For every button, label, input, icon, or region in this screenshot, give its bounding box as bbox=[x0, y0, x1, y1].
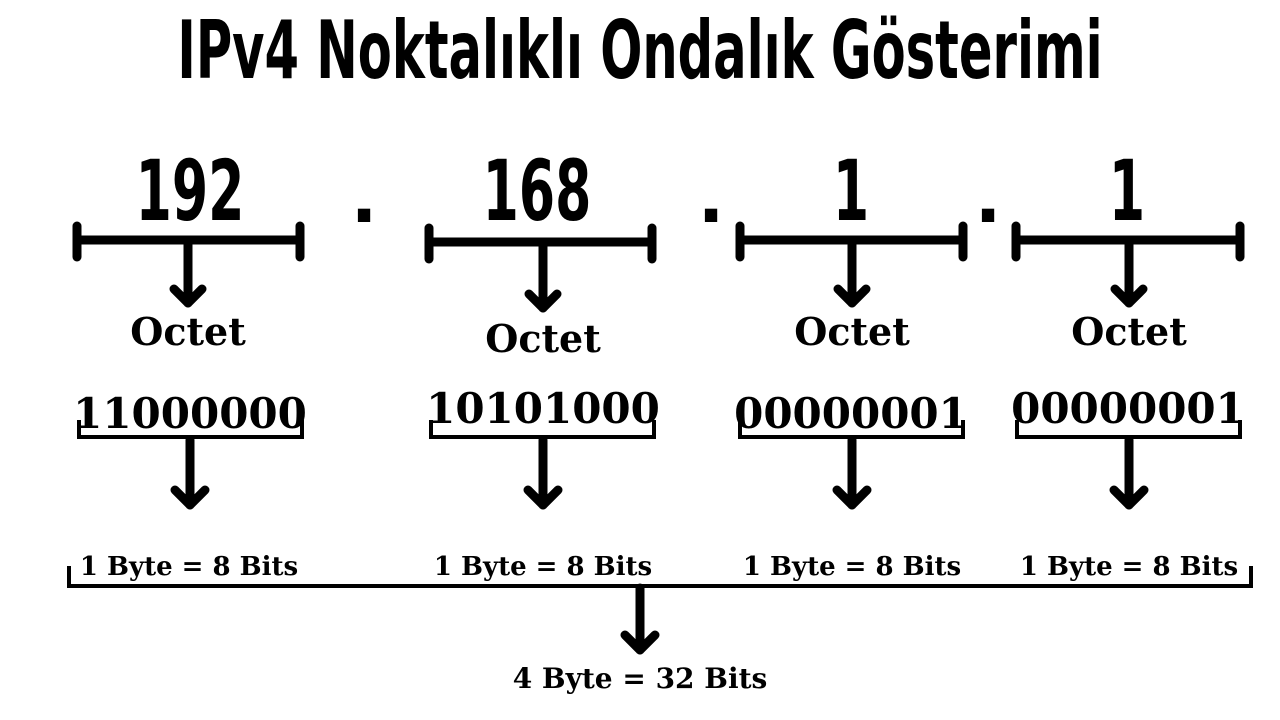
octet-4-decimal: 1 bbox=[1109, 143, 1145, 240]
octet-2-binary: 10101000 bbox=[426, 384, 660, 433]
octet-group-2: 168 Octet 10101000 1 Byte = 8 Bits bbox=[424, 143, 660, 582]
octet-1-down-arrow bbox=[170, 435, 210, 510]
octet-2-down-arrow bbox=[523, 435, 563, 510]
octet-group-1: 192 Octet 11000000 1 Byte = 8 Bits bbox=[72, 143, 307, 582]
total-down-arrow bbox=[620, 583, 660, 655]
octet-group-3: 1 Octet 00000001 1 Byte = 8 Bits bbox=[734, 143, 968, 582]
octet-3-down-arrow bbox=[832, 435, 872, 510]
octet-4-bytes: 1 Byte = 8 Bits bbox=[1020, 552, 1238, 582]
octet-4-top-bracket bbox=[1011, 221, 1245, 308]
page-title: IPv4 Noktalıklı Ondalık Gösterimi bbox=[177, 3, 1102, 97]
octet-separator-3: . bbox=[975, 157, 1002, 239]
octet-2-top-bracket bbox=[424, 223, 657, 313]
octet-separator-1: . bbox=[351, 157, 378, 239]
octet-1-decimal: 192 bbox=[136, 143, 245, 240]
octet-1-binary: 11000000 bbox=[73, 389, 307, 438]
octet-1-bytes: 1 Byte = 8 Bits bbox=[80, 552, 298, 582]
octet-1-label: Octet bbox=[130, 309, 246, 354]
octet-3-label: Octet bbox=[794, 309, 910, 354]
octet-3-top-bracket bbox=[735, 221, 968, 308]
octet-3-decimal: 1 bbox=[833, 143, 869, 240]
octet-4-down-arrow bbox=[1109, 435, 1149, 510]
octet-group-4: 1 Octet 00000001 1 Byte = 8 Bits bbox=[1011, 143, 1245, 582]
octet-4-binary: 00000001 bbox=[1011, 384, 1245, 433]
octet-1-top-bracket bbox=[72, 221, 305, 308]
total-bracket bbox=[67, 566, 1253, 588]
octet-2-label: Octet bbox=[485, 316, 601, 361]
octet-separator-2: . bbox=[698, 157, 725, 239]
octet-2-bytes: 1 Byte = 8 Bits bbox=[434, 552, 652, 582]
octet-2-decimal: 168 bbox=[483, 143, 592, 240]
octet-3-bytes: 1 Byte = 8 Bits bbox=[743, 552, 961, 582]
octet-3-binary: 00000001 bbox=[734, 389, 968, 438]
octet-4-label: Octet bbox=[1071, 309, 1187, 354]
total-bytes: 4 Byte = 32 Bits bbox=[513, 662, 768, 695]
